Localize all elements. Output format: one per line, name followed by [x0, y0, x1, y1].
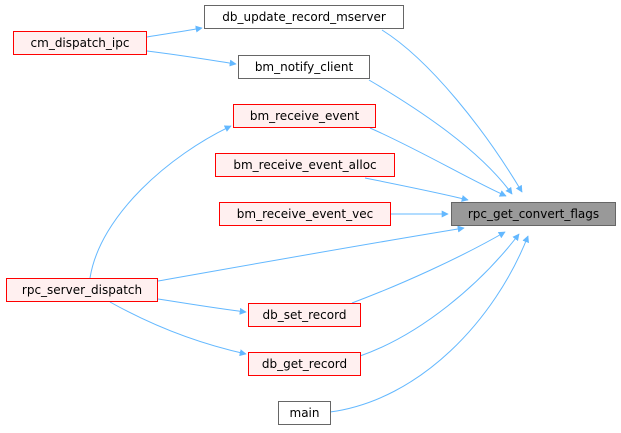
- node-main[interactable]: main: [278, 401, 331, 425]
- edge-bm-receive-event-to-rpc-get-convert-flags: [369, 127, 507, 197]
- node-bm-receive-event-vec[interactable]: bm_receive_event_vec: [219, 202, 391, 226]
- node-db-set-record[interactable]: db_set_record: [248, 303, 361, 327]
- node-bm-receive-event[interactable]: bm_receive_event: [233, 104, 376, 128]
- edge-bm-notify-client-to-rpc-get-convert-flags: [368, 79, 513, 195]
- node-bm-notify-client[interactable]: bm_notify_client: [238, 55, 370, 79]
- node-db-get-record[interactable]: db_get_record: [248, 352, 361, 376]
- node-db-update-record-mserver[interactable]: db_update_record_mserver: [204, 5, 404, 29]
- node-bm-receive-event-alloc[interactable]: bm_receive_event_alloc: [215, 153, 395, 177]
- edge-main-to-rpc-get-convert-flags: [329, 235, 529, 413]
- node-cm-dispatch-ipc[interactable]: cm_dispatch_ipc: [13, 31, 147, 55]
- node-rpc-server-dispatch[interactable]: rpc_server_dispatch: [6, 278, 158, 302]
- edge-rpc-server-dispatch-to-db-set-record: [157, 298, 247, 315]
- edge-db-get-record-to-rpc-get-convert-flags: [359, 233, 520, 357]
- edge-cm-dispatch-ipc-to-db-update-record-mserver: [146, 25, 203, 38]
- edge-rpc-server-dispatch-to-rpc-get-convert-flags: [157, 225, 465, 282]
- edge-db-set-record-to-rpc-get-convert-flags: [351, 231, 506, 304]
- node-rpc-get-convert-flags[interactable]: rpc_get_convert_flags: [451, 202, 616, 226]
- edge-rpc-server-dispatch-to-bm-receive-event: [89, 125, 232, 279]
- edge-rpc-server-dispatch-to-db-get-record: [109, 301, 247, 357]
- edge-bm-receive-event-alloc-to-rpc-get-convert-flags: [364, 177, 469, 202]
- edge-cm-dispatch-ipc-to-bm-notify-client: [146, 50, 237, 67]
- edge-db-update-record-mserver-to-rpc-get-convert-flags: [381, 29, 523, 193]
